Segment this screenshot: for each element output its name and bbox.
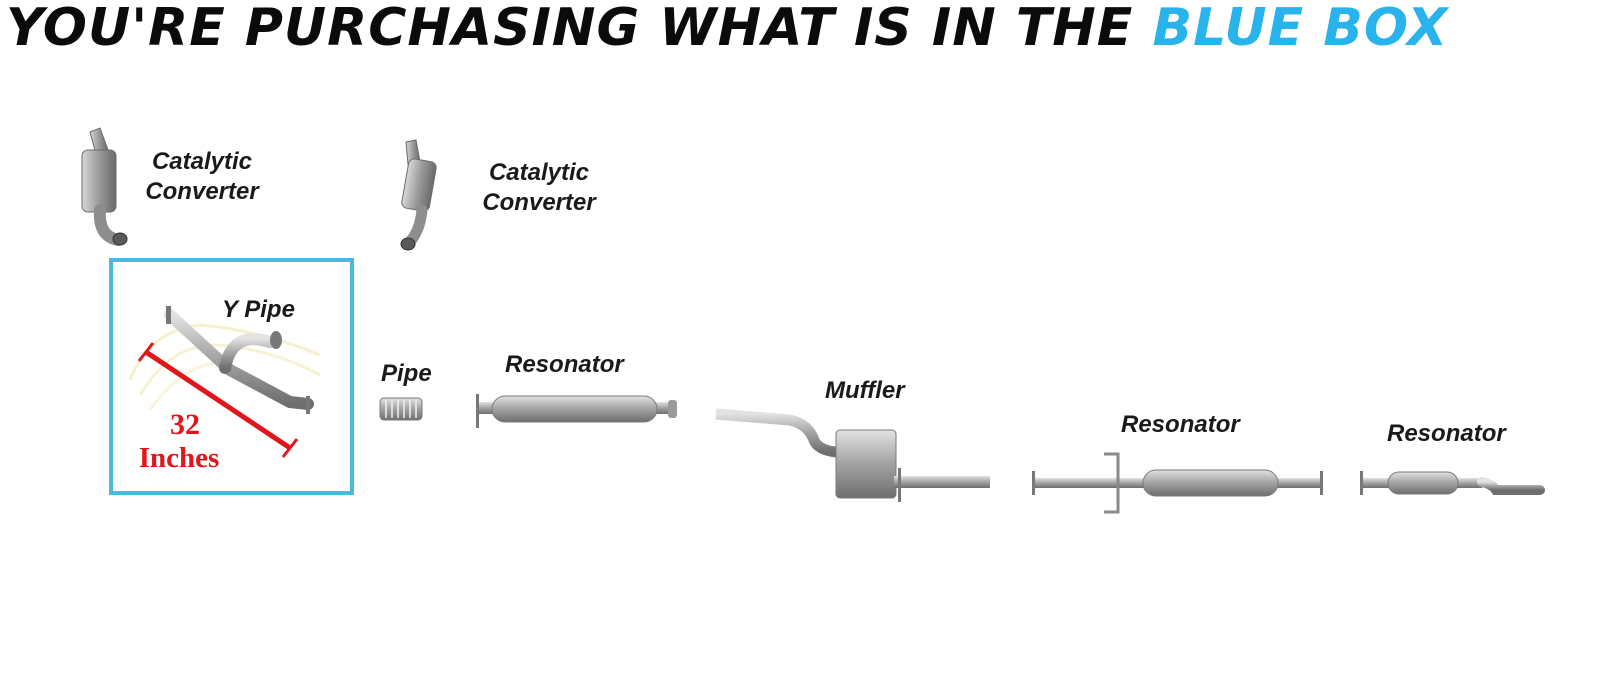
flex-pipe-label: Pipe [381,360,432,387]
resonator-1-label: Resonator [505,351,624,378]
headline-accent: BLUE BOX [1152,0,1449,58]
muffler-label: Muffler [825,377,905,404]
catalytic-converter-label-1: Catalytic Converter [128,147,276,207]
resonator-2-label: Resonator [1121,411,1240,438]
measurement-value: 32 [170,408,200,441]
flex-pipe-icon [379,397,423,421]
label-line: Converter [482,189,596,216]
catalytic-converter-icon [400,139,437,251]
muffler-icon [715,408,990,502]
catalytic-converter-label-2: Catalytic Converter [465,158,613,218]
label-line: Converter [145,178,259,205]
selected-part-highlight-box [109,258,354,495]
label-line: Catalytic [151,148,253,175]
headline-main: YOU'RE PURCHASING WHAT IS IN THE [6,0,1153,58]
measurement-unit: Inches [138,442,220,474]
resonator-3-label: Resonator [1387,420,1506,447]
catalytic-converter-icon [81,127,128,246]
resonator-tip-icon [1360,471,1545,495]
resonator-icon [1032,452,1323,514]
label-line: Catalytic [488,159,590,186]
y-pipe-label: Y Pipe [222,296,295,323]
measurement-line [137,342,299,458]
headline: YOU'RE PURCHASING WHAT IS IN THE BLUE BO… [6,0,1600,58]
y-pipe-icon [128,306,321,414]
resonator-icon [476,394,677,428]
